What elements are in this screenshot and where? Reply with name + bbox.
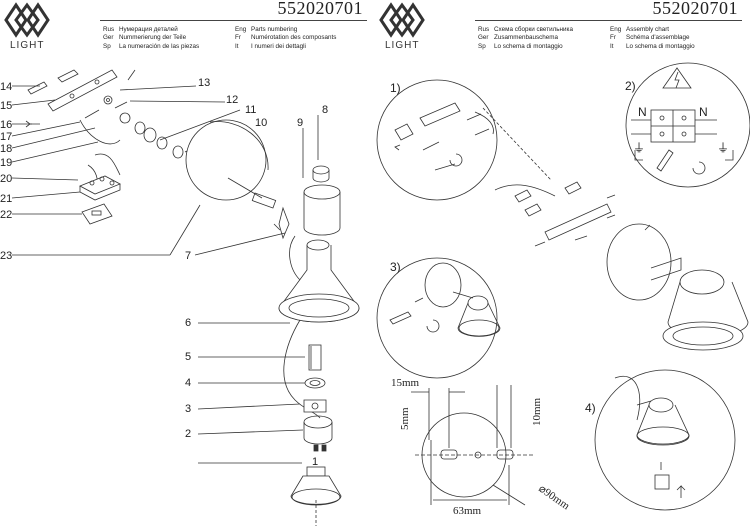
- dimension-label: ⌀90mm: [536, 483, 572, 513]
- step-label: 2): [625, 79, 636, 93]
- part-number: 10: [255, 117, 267, 129]
- mounting-bracket: [25, 69, 128, 128]
- part-number: 3: [185, 403, 191, 415]
- brand-logo: [4, 2, 50, 38]
- threaded-tube: [308, 344, 322, 371]
- step-label: 3): [390, 260, 401, 274]
- part-number: 22: [0, 209, 12, 221]
- ground-symbol: ⏚: [633, 141, 645, 155]
- part-number: 18: [0, 143, 12, 155]
- terminal-label: N: [638, 105, 647, 119]
- mounted-canopy: [606, 223, 749, 351]
- part-number: 5: [185, 351, 191, 363]
- head-sleeve: [303, 184, 341, 236]
- dimension-label: 63mm: [453, 505, 482, 517]
- header-rule: [475, 20, 742, 21]
- part-number: 19: [0, 157, 12, 169]
- lock-nut: [304, 377, 326, 389]
- lamp-cord: [283, 235, 321, 419]
- part-number: 20: [0, 173, 12, 185]
- terminal-labels: N N ⏚ ⏚: [633, 105, 729, 155]
- step-1-detail: [376, 79, 498, 201]
- step-4-detail: [594, 369, 736, 511]
- terminal-block: [79, 175, 121, 201]
- gu10-bulb: [290, 466, 342, 506]
- part-number: 17: [0, 131, 12, 143]
- part-number: 7: [185, 250, 191, 262]
- ground-symbol: ⏚: [717, 141, 729, 155]
- swivel-arm: [251, 192, 290, 240]
- decorative-cap: [312, 165, 330, 183]
- wall-canopy: [185, 119, 269, 201]
- gu10-socket: [303, 415, 333, 452]
- fastener-stack: [103, 69, 184, 159]
- part-number: 14: [0, 81, 12, 93]
- exploded-parts-drawing: 1 2 3 4 5 6 7 8 9 10 11 12 13 14 15 16 1…: [0, 69, 360, 526]
- dimension-label: 5mm: [399, 407, 411, 430]
- socket-clamp: [303, 399, 327, 413]
- brand-wordmark: LIGHT: [385, 40, 420, 51]
- lamp-shade: [278, 239, 360, 323]
- bracket-assembly: [482, 107, 616, 247]
- part-number: 2: [185, 428, 191, 440]
- step-labels: 1) 2) 3) 4): [390, 79, 636, 415]
- step-3-detail: [376, 257, 501, 379]
- part-number: 12: [226, 94, 238, 106]
- part-number: 9: [297, 117, 303, 129]
- part-number: 4: [185, 377, 191, 389]
- step-2-detail: [625, 62, 750, 188]
- part-number: 11: [245, 104, 256, 116]
- canopy-dimension-drawing: [411, 385, 535, 506]
- part-number: 1: [312, 456, 318, 468]
- instruction-leaflet: [81, 203, 113, 225]
- step-label: 4): [585, 401, 596, 415]
- header-rule: [100, 20, 367, 21]
- assembly-drawing: 1) 2) 3) 4) N N ⏚ ⏚ 15mm 5mm 10mm 63mm ⌀…: [376, 62, 750, 517]
- dimension-label: 15mm: [391, 377, 420, 389]
- leader-lines: [11, 85, 319, 464]
- part-number: 23: [0, 250, 12, 262]
- brand-wordmark: LIGHT: [10, 40, 45, 51]
- part-number: 13: [198, 77, 210, 89]
- part-number-labels: 1 2 3 4 5 6 7 8 9 10 11 12 13 14 15 16 1…: [0, 77, 328, 468]
- part-number: 21: [0, 193, 12, 205]
- article-number: 552020701: [652, 0, 738, 18]
- terminal-label: N: [699, 105, 708, 119]
- part-number: 15: [0, 100, 12, 112]
- step-label: 1): [390, 81, 401, 95]
- part-number: 6: [185, 317, 191, 329]
- part-number: 8: [322, 104, 328, 116]
- dimension-label: 10mm: [531, 397, 543, 426]
- brand-logo: [379, 2, 425, 38]
- part-number: 16: [0, 119, 12, 131]
- article-number: 552020701: [277, 0, 363, 18]
